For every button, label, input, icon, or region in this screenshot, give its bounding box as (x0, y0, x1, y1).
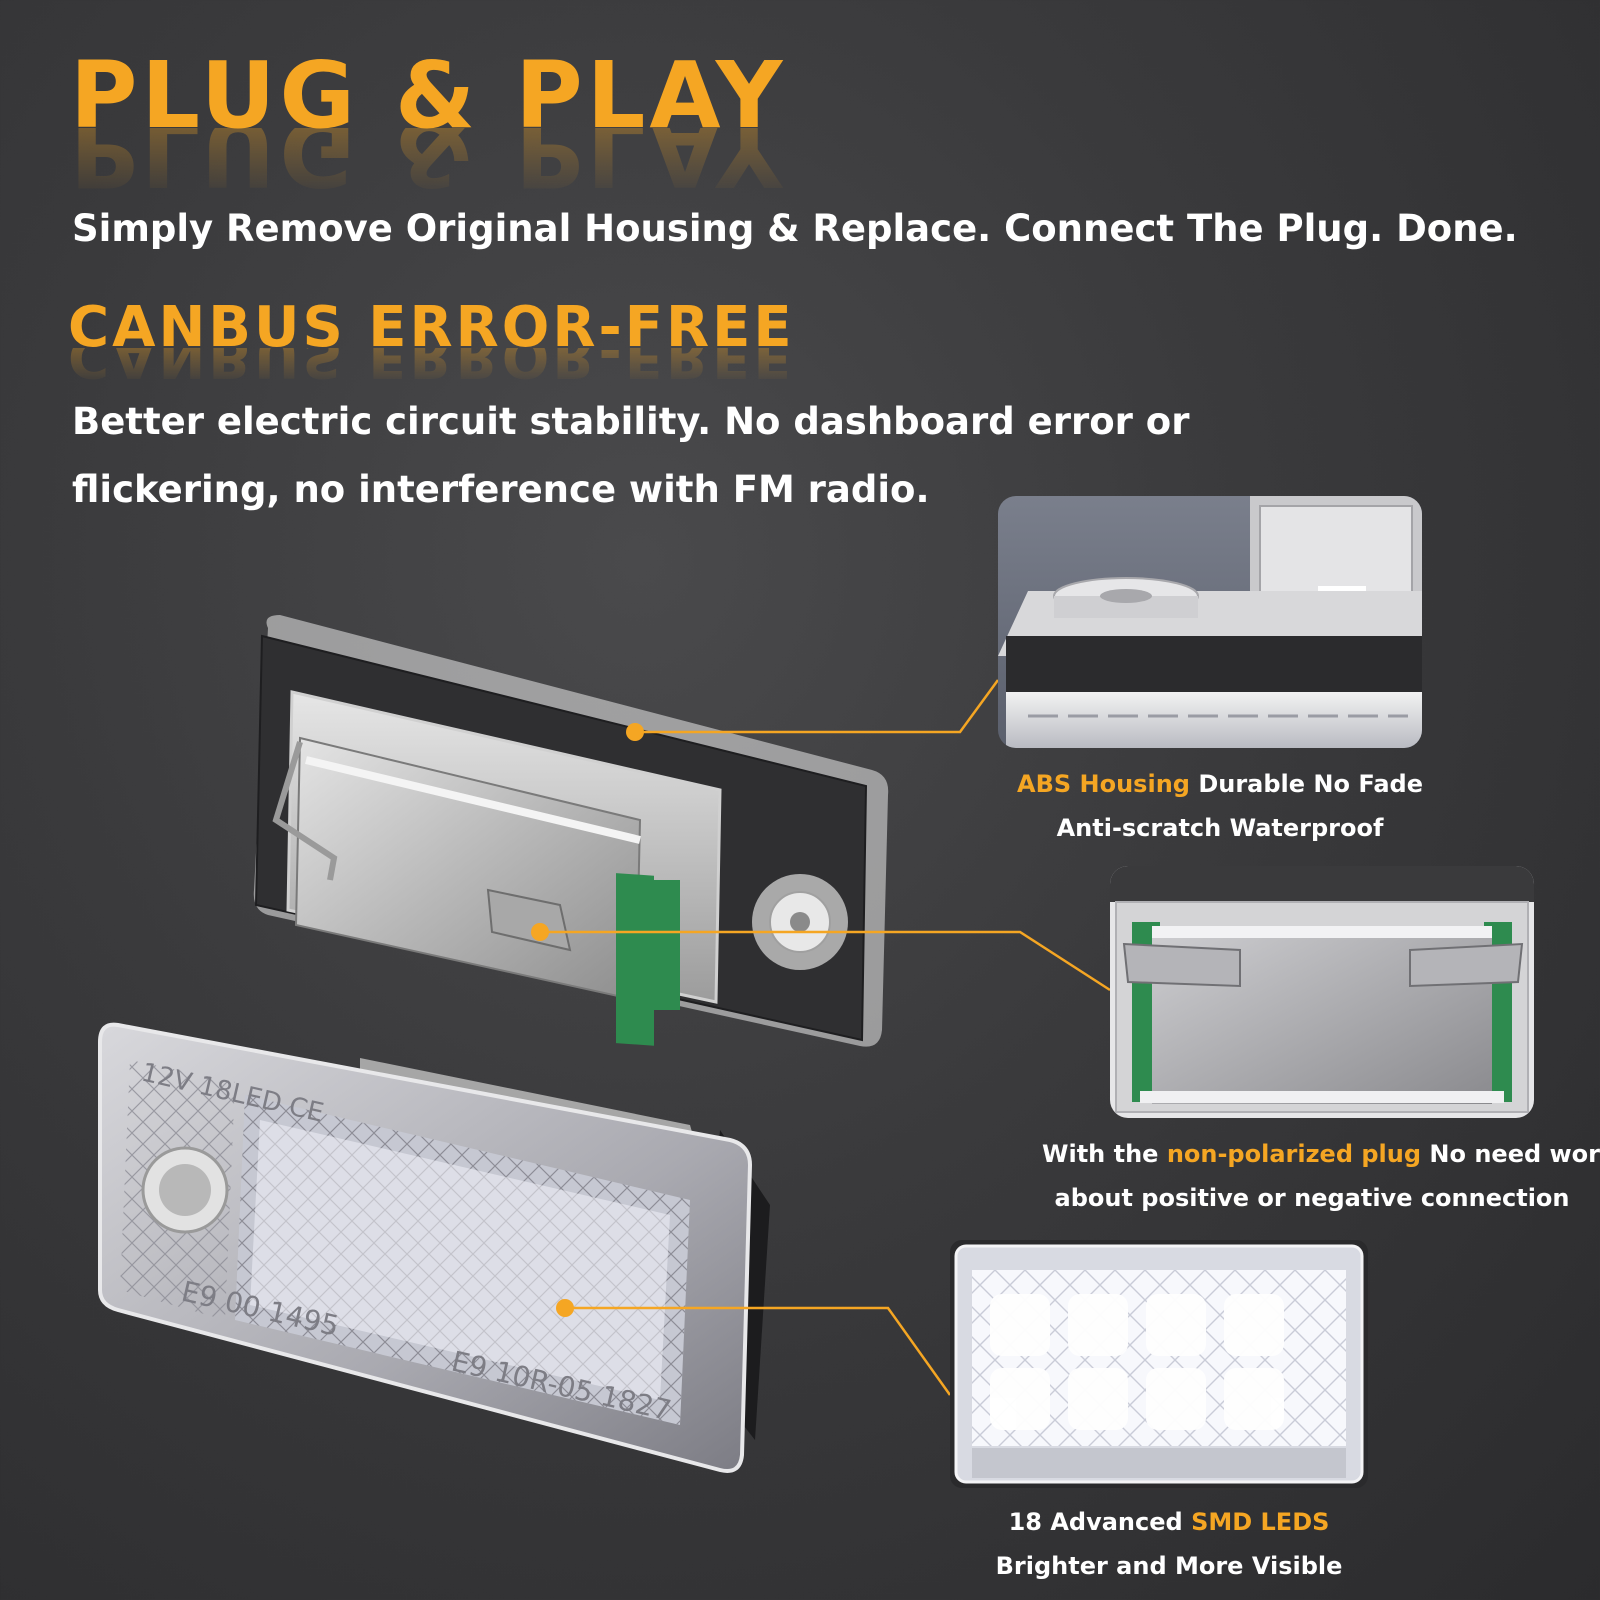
callout-non-polarized-plug: With the non-polarized plug No need worr… (1042, 1132, 1600, 1220)
callout-plug-line2: about positive or negative connection (1054, 1184, 1570, 1212)
callout-plug-rest: No need worry (1429, 1140, 1600, 1168)
callout-leds-line2: Brighter and More Visible (995, 1552, 1343, 1580)
callout-lines (540, 679, 1111, 1396)
callout-plug-highlight: non-polarized plug (1166, 1140, 1422, 1168)
headline-canbus: CANBUS ERROR-FREE (68, 295, 795, 360)
lens-front-unit: 12V 18LED CE E9 00 1495 E9 10R-05 1827 (98, 1022, 770, 1473)
subtitle-plug-and-play: Simply Remove Original Housing & Replace… (72, 207, 1518, 250)
callout-abs-rest: Durable No Fade (1189, 770, 1423, 798)
detail-panel-plug (1110, 866, 1534, 1118)
callout-abs-line1: ABS Housing Durable No Fade (1008, 762, 1432, 806)
headline-plug-and-play: PLUG & PLAY (70, 42, 787, 149)
callout-abs-highlight: ABS Housing (1017, 770, 1190, 798)
callout-abs-housing: ABS Housing Durable No Fade Anti-scratch… (1008, 762, 1432, 850)
detail-panel-abs-housing (998, 496, 1422, 748)
callout-plug-line1: With the non-polarized plug No need worr… (1042, 1132, 1600, 1176)
callout-leds-line1: 18 Advanced SMD LEDS (960, 1500, 1378, 1544)
callout-leds-prefix: 18 Advanced (1008, 1508, 1192, 1536)
housing-back-unit (253, 615, 889, 1047)
subtitle-canbus: Better electric circuit stability. No da… (72, 400, 1190, 511)
callout-plug-prefix: With the (1042, 1140, 1167, 1168)
callout-abs-line2: Anti-scratch Waterproof (1056, 814, 1384, 842)
callout-leds-highlight: SMD LEDS (1191, 1508, 1330, 1536)
callout-dots (531, 723, 644, 1317)
callout-smd-leds: 18 Advanced SMD LEDS Brighter and More V… (960, 1500, 1378, 1588)
detail-panel-smd-leds (950, 1240, 1368, 1488)
